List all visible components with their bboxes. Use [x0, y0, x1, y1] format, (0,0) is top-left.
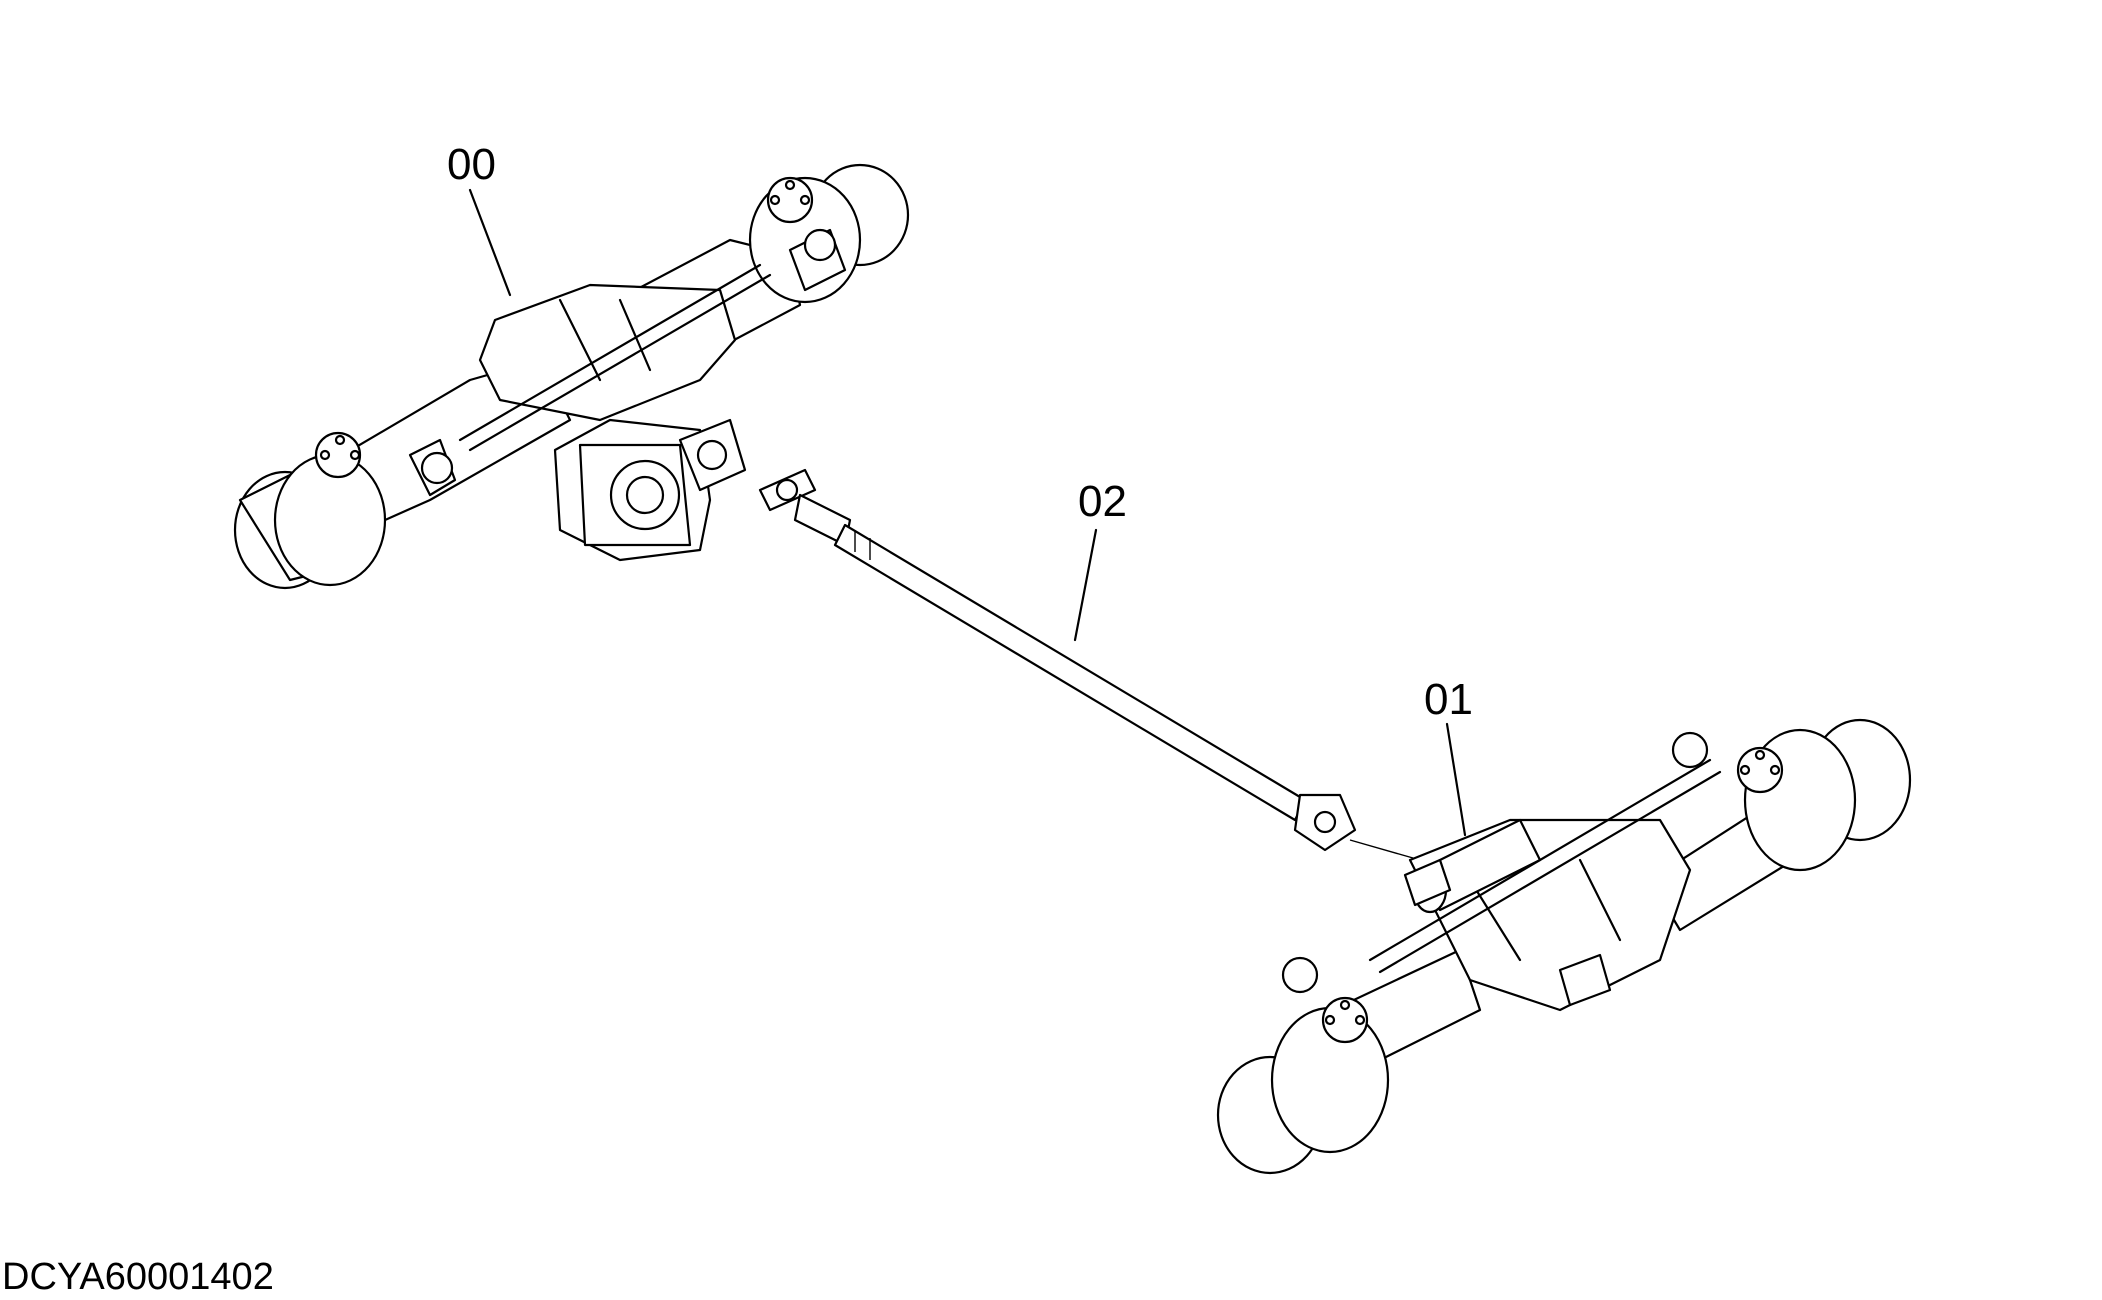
leader-00 [468, 188, 512, 297]
document-id: DCYA60001402 [2, 1256, 274, 1298]
front-axle-assembly [233, 163, 910, 590]
leader-02 [1073, 528, 1098, 642]
callout-rear-axle: 01 [1424, 675, 1473, 724]
callout-front-axle: 00 [447, 140, 496, 189]
leader-lines [468, 188, 1467, 837]
propeller-shaft [758, 468, 1421, 861]
leader-01 [1445, 722, 1467, 837]
callout-propeller-shaft: 02 [1078, 477, 1127, 526]
rear-axle-assembly [1216, 718, 1912, 1175]
